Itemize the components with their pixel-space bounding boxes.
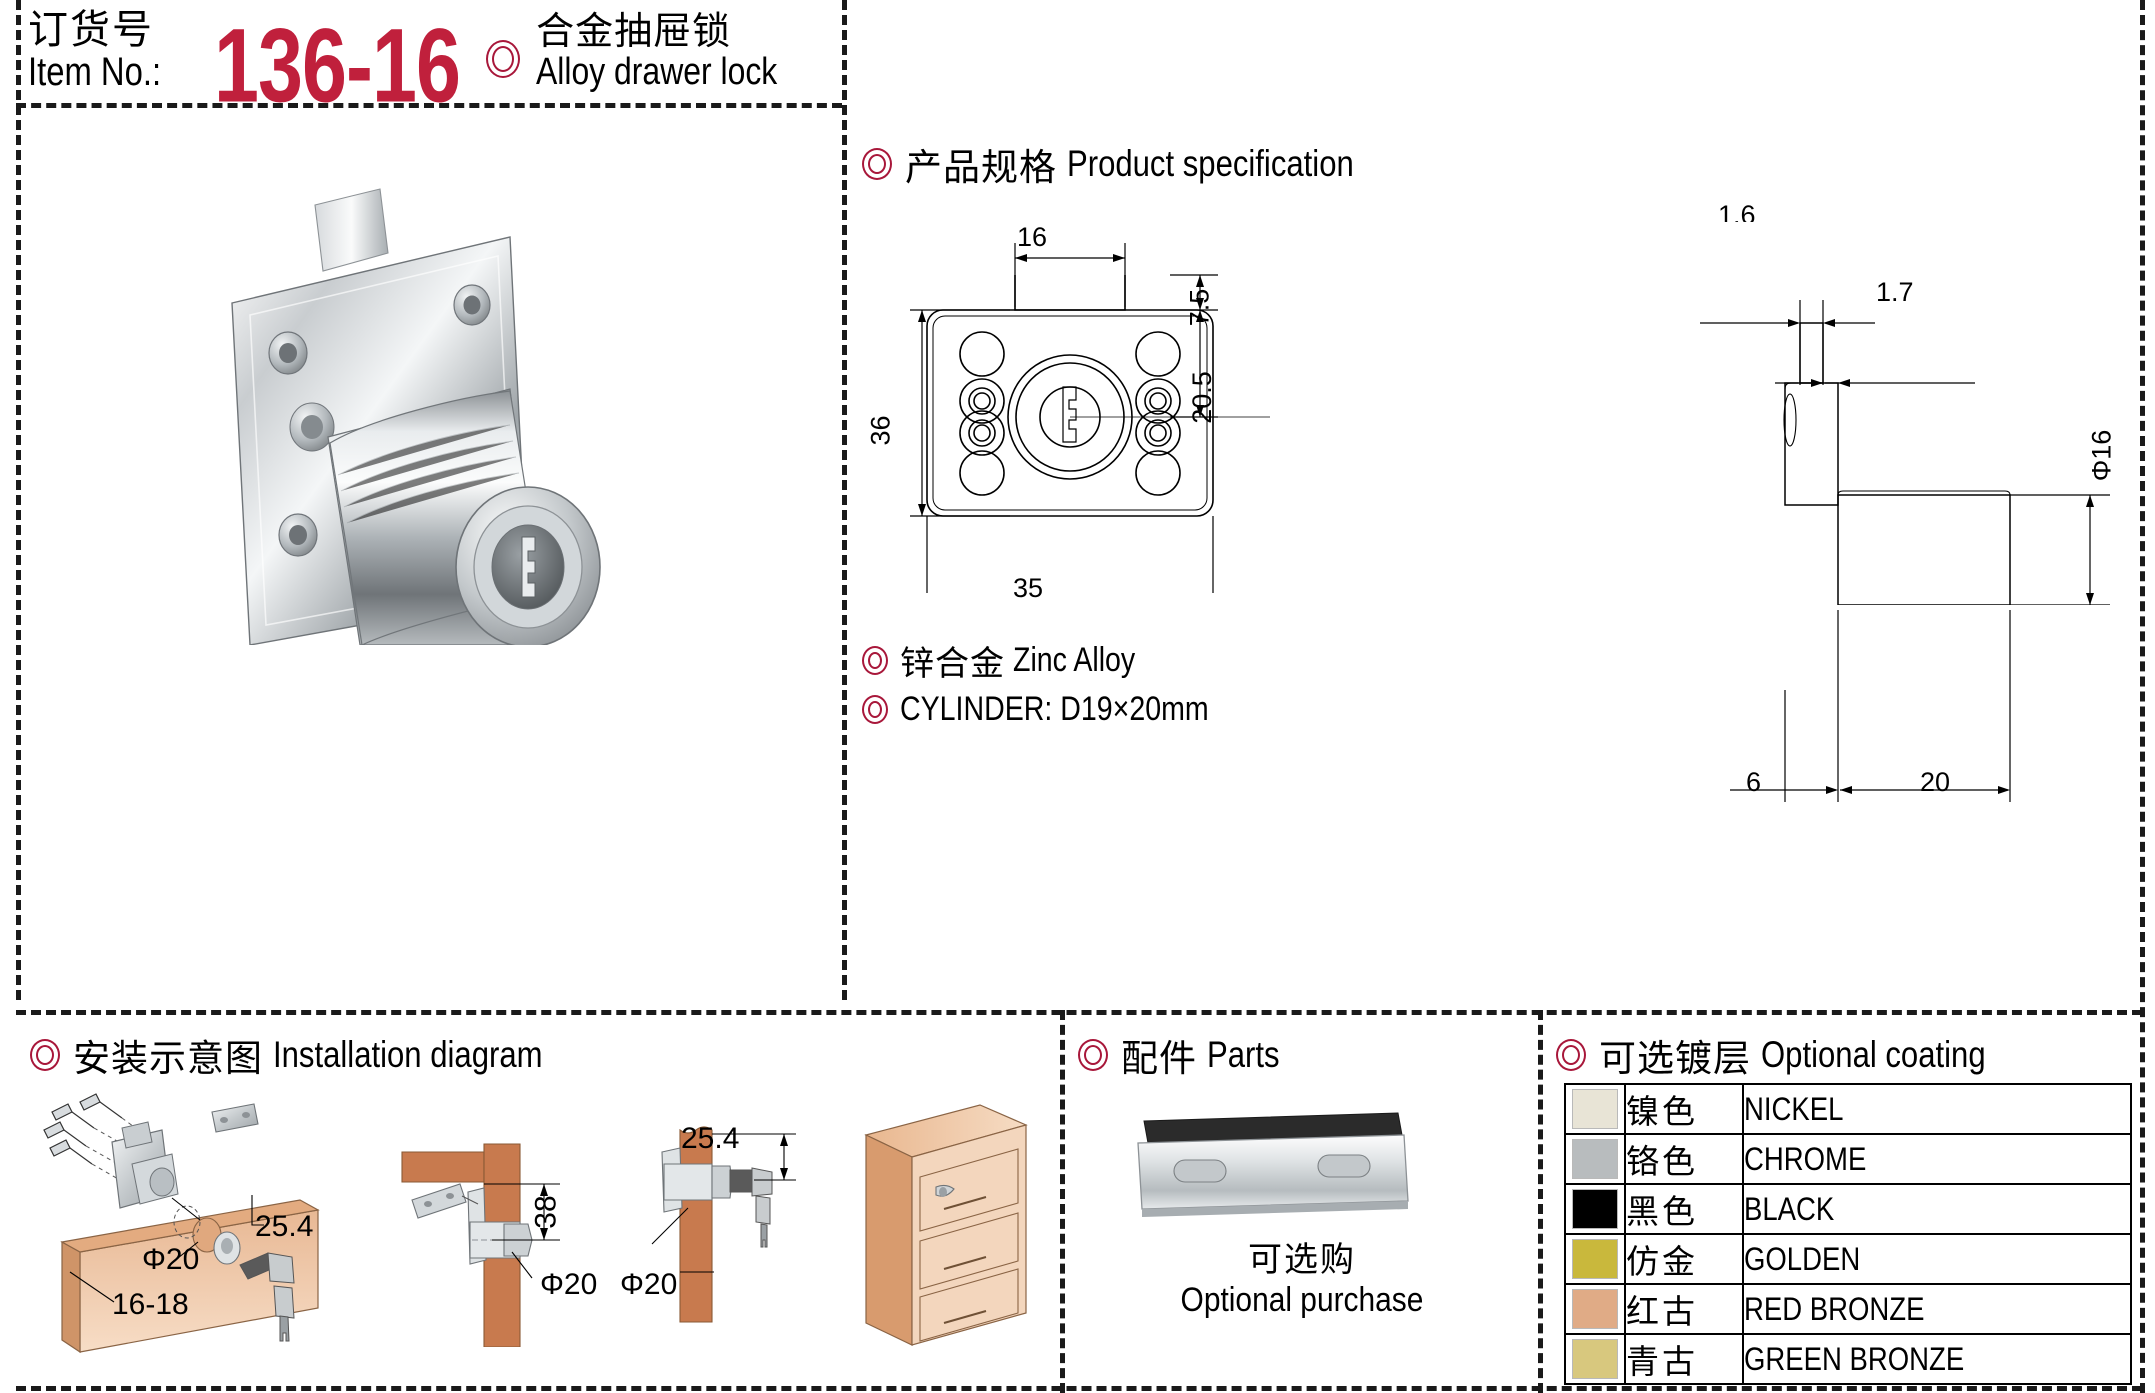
color-swatch xyxy=(1572,1239,1618,1279)
install2-hole-label: Φ20 xyxy=(540,1268,598,1301)
coating-swatch-cell xyxy=(1564,1133,1626,1185)
section-title-product-spec: 产品规格 Product specification xyxy=(862,137,1408,191)
dim-front-top-width: 16 xyxy=(1017,222,1048,252)
product-photo xyxy=(231,188,601,645)
dim-front-total-height: 36 xyxy=(865,415,896,446)
coating-name-cn: 黑色 xyxy=(1624,1183,1744,1235)
color-swatch xyxy=(1572,1139,1618,1179)
dim-front-total-width: 35 xyxy=(1013,573,1044,603)
coating-name-cn: 铬色 xyxy=(1624,1133,1744,1185)
parts-caption: 可选购 Optional purchase xyxy=(1072,1240,1532,1320)
coating-name-en: CHROME xyxy=(1742,1133,2132,1185)
coating-name-en: RED BRONZE xyxy=(1742,1283,2132,1335)
coating-swatch-cell xyxy=(1564,1333,1626,1385)
header: 订货号 Item No.: 136-16 合金抽屉锁 Alloy drawer … xyxy=(28,6,823,118)
install1-offset-label: 25.4 xyxy=(255,1210,314,1243)
coating-name-en: BLACK xyxy=(1742,1183,2132,1235)
spec-title-cn: 产品规格 xyxy=(905,147,1057,188)
parts-title-en: Parts xyxy=(1207,1034,1280,1075)
coating-name-en: GOLDEN xyxy=(1742,1233,2132,1285)
coating-name-cn: 镍色 xyxy=(1624,1083,1744,1135)
install-title-cn: 安装示意图 xyxy=(73,1038,263,1079)
coating-name-cn: 青古 xyxy=(1624,1333,1744,1385)
install-diagram-3 xyxy=(651,1126,796,1323)
install1-thickness-label: 16-18 xyxy=(112,1288,189,1321)
parts-caption-en: Optional purchase xyxy=(1180,1281,1424,1320)
cylinder-spec: CYLINDER: D19×20mm xyxy=(900,690,1209,728)
ring-bullet-icon xyxy=(862,646,888,675)
dim-side-plate-thickness: 1.6 xyxy=(1718,200,1756,222)
divider-left-edge xyxy=(16,0,21,1000)
install-diagram-4-cabinet xyxy=(864,1104,1028,1346)
divider-coating-left xyxy=(1538,1010,1543,1393)
drawing-side-bottom-dims xyxy=(1730,610,2011,802)
coating-name-en: GREEN BRONZE xyxy=(1742,1333,2132,1385)
install3-hole-label: Φ20 xyxy=(620,1268,678,1301)
coating-swatch-cell xyxy=(1564,1083,1626,1135)
coating-swatch-cell xyxy=(1564,1283,1626,1335)
divider-parts-left xyxy=(1060,1010,1065,1393)
section-title-coating: 可选镀层 Optional coating xyxy=(1556,1028,2028,1082)
coating-name-cn: 仿金 xyxy=(1624,1233,1744,1285)
drawing-front-view xyxy=(910,243,1270,593)
ring-bullet-icon xyxy=(1078,1039,1108,1071)
drawing-side-view xyxy=(1700,300,2110,605)
material-cn: 锌合金 xyxy=(900,645,1005,683)
ring-bullet-icon xyxy=(486,40,521,78)
parts-caption-cn: 可选购 xyxy=(1248,1241,1356,1279)
divider-right-edge xyxy=(2140,0,2145,1393)
section-title-parts: 配件 Parts xyxy=(1078,1028,1293,1082)
install-diagram-2 xyxy=(401,1143,560,1347)
color-swatch xyxy=(1572,1289,1618,1329)
product-name: 合金抽屉锁 Alloy drawer lock xyxy=(536,6,823,93)
divider-above-bottom xyxy=(16,1010,2142,1015)
ring-bullet-icon xyxy=(30,1039,60,1071)
item-no-labels: 订货号 Item No.: xyxy=(28,6,190,93)
order-no-label-cn: 订货号 xyxy=(28,8,154,52)
order-no-label-en: Item No.: xyxy=(28,49,162,94)
section-title-installation: 安装示意图 Installation diagram xyxy=(30,1028,594,1082)
color-swatch xyxy=(1572,1089,1618,1129)
material-en: Zinc Alloy xyxy=(1013,641,1136,679)
coating-title-en: Optional coating xyxy=(1761,1034,1986,1075)
item-code: 136-16 xyxy=(214,7,461,125)
parts-strike-plate xyxy=(1137,1112,1409,1217)
coating-name-cn: 红古 xyxy=(1624,1283,1744,1335)
color-swatch xyxy=(1572,1339,1618,1379)
divider-under-header xyxy=(16,103,842,108)
dim-side-barrel-length: 20 xyxy=(1920,767,1951,797)
parts-title-cn: 配件 xyxy=(1121,1038,1197,1079)
cylinder-line: CYLINDER: D19×20mm xyxy=(862,690,1268,729)
ring-bullet-icon xyxy=(1556,1039,1586,1071)
coating-swatch-cell xyxy=(1564,1183,1626,1235)
coating-swatch-cell xyxy=(1564,1233,1626,1285)
install2-height-label: 38 xyxy=(529,1195,563,1229)
ring-bullet-icon xyxy=(862,148,892,180)
install1-hole-label: Φ20 xyxy=(142,1243,200,1276)
product-name-cn: 合金抽屉锁 xyxy=(536,11,732,53)
install-diagram-1 xyxy=(43,1093,320,1354)
install-title-en: Installation diagram xyxy=(273,1034,543,1075)
material-line: 锌合金 Zinc Alloy xyxy=(862,636,1159,685)
color-swatch xyxy=(1572,1189,1618,1229)
ring-bullet-icon xyxy=(862,695,888,724)
divider-sheet-bottom xyxy=(16,1386,2142,1391)
dim-side-barrel-dia: Φ16 xyxy=(2086,429,2117,482)
coating-title-cn: 可选镀层 xyxy=(1599,1038,1751,1079)
product-name-en: Alloy drawer lock xyxy=(536,51,778,94)
divider-vertical-mid xyxy=(842,0,847,1000)
spec-title-en: Product specification xyxy=(1067,143,1354,184)
coating-name-en: NICKEL xyxy=(1742,1083,2132,1135)
drawing-front-right-dims xyxy=(1170,274,1218,418)
dim-side-step: 1.7 xyxy=(1876,277,1914,307)
install3-offset-label: 25.4 xyxy=(681,1122,740,1155)
